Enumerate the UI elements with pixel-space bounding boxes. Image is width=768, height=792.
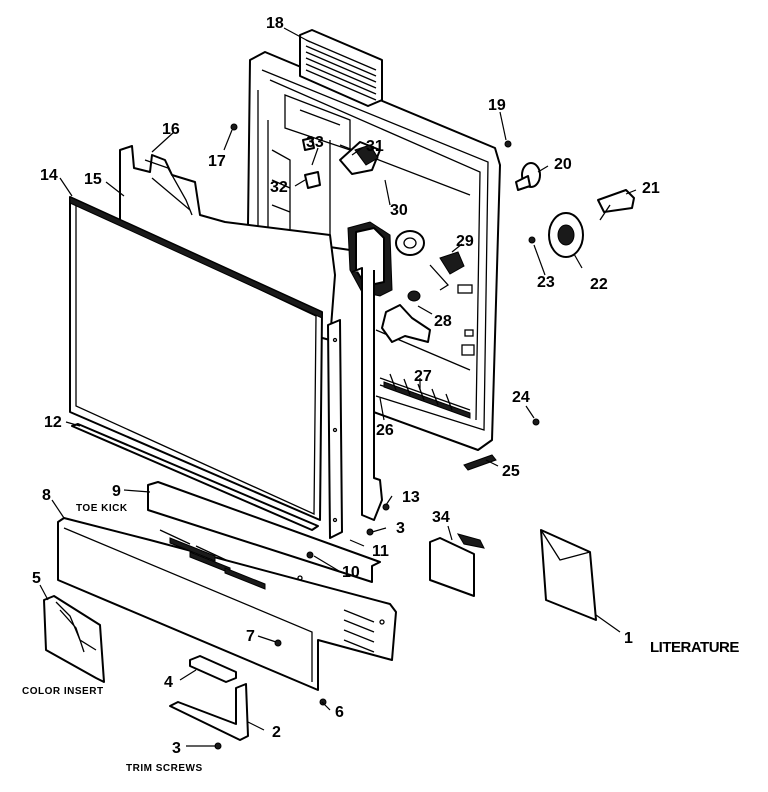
screws: [214, 123, 540, 750]
callout-17: 17: [208, 153, 226, 170]
callout-31: 31: [366, 138, 384, 155]
callout-28: 28: [434, 313, 452, 330]
vent-assembly: [299, 29, 383, 107]
caption-literature: LITERATURE: [650, 639, 739, 656]
caption-color-insert: COLOR INSERT: [22, 686, 104, 697]
control-knob-parts: [515, 162, 635, 258]
hinge-bracket: [429, 533, 485, 597]
callout-8: 8: [42, 487, 51, 504]
callout-labels: 1 2 3 3 4 5 6 7 8 9 10 11 12 13 14 15 16…: [32, 15, 660, 757]
callout-18: 18: [266, 15, 284, 32]
callout-7: 7: [246, 628, 255, 645]
callout-27: 27: [414, 368, 432, 385]
callout-25: 25: [502, 463, 520, 480]
callout-3-screw: 3: [396, 520, 405, 537]
callout-22: 22: [590, 276, 608, 293]
gasket-clip: [463, 454, 497, 471]
callout-30: 30: [390, 202, 408, 219]
callout-23: 23: [537, 274, 555, 291]
callout-34: 34: [432, 509, 450, 526]
callout-12: 12: [44, 414, 62, 431]
callout-29: 29: [456, 233, 474, 250]
callout-16: 16: [162, 121, 180, 138]
callout-10: 10: [342, 564, 360, 581]
callout-21: 21: [642, 180, 660, 197]
color-insert-panel: [43, 595, 105, 683]
callout-6: 6: [335, 704, 344, 721]
callout-19: 19: [488, 97, 506, 114]
callout-5: 5: [32, 570, 41, 587]
callout-15: 15: [84, 171, 102, 188]
lower-access-panel: [57, 517, 397, 691]
callout-33: 33: [306, 134, 324, 151]
callout-3-trim: 3: [172, 740, 181, 757]
caption-toe-kick: TOE KICK: [76, 503, 128, 514]
captions: TOE KICK COLOR INSERT TRIM SCREWS LITERA…: [22, 503, 740, 774]
bottom-brackets: [169, 655, 249, 741]
callout-26: 26: [376, 422, 394, 439]
caption-trim-screws: TRIM SCREWS: [126, 763, 203, 774]
callout-14: 14: [40, 167, 58, 184]
callout-2: 2: [272, 724, 281, 741]
literature-envelope: [540, 529, 597, 621]
callout-24: 24: [512, 389, 530, 406]
latch-rod: [351, 267, 383, 521]
callout-4: 4: [164, 674, 173, 691]
dispenser-components: [302, 137, 465, 343]
callout-13: 13: [402, 489, 420, 506]
callout-1: 1: [624, 630, 633, 647]
side-trim-strip: [327, 319, 343, 539]
leader-lines: [39, 27, 637, 747]
callout-32: 32: [270, 179, 288, 196]
front-panel: [69, 196, 323, 521]
bottom-rail: [379, 373, 471, 419]
callout-20: 20: [554, 156, 572, 173]
callout-11: 11: [372, 543, 389, 560]
callout-9: 9: [112, 483, 121, 500]
